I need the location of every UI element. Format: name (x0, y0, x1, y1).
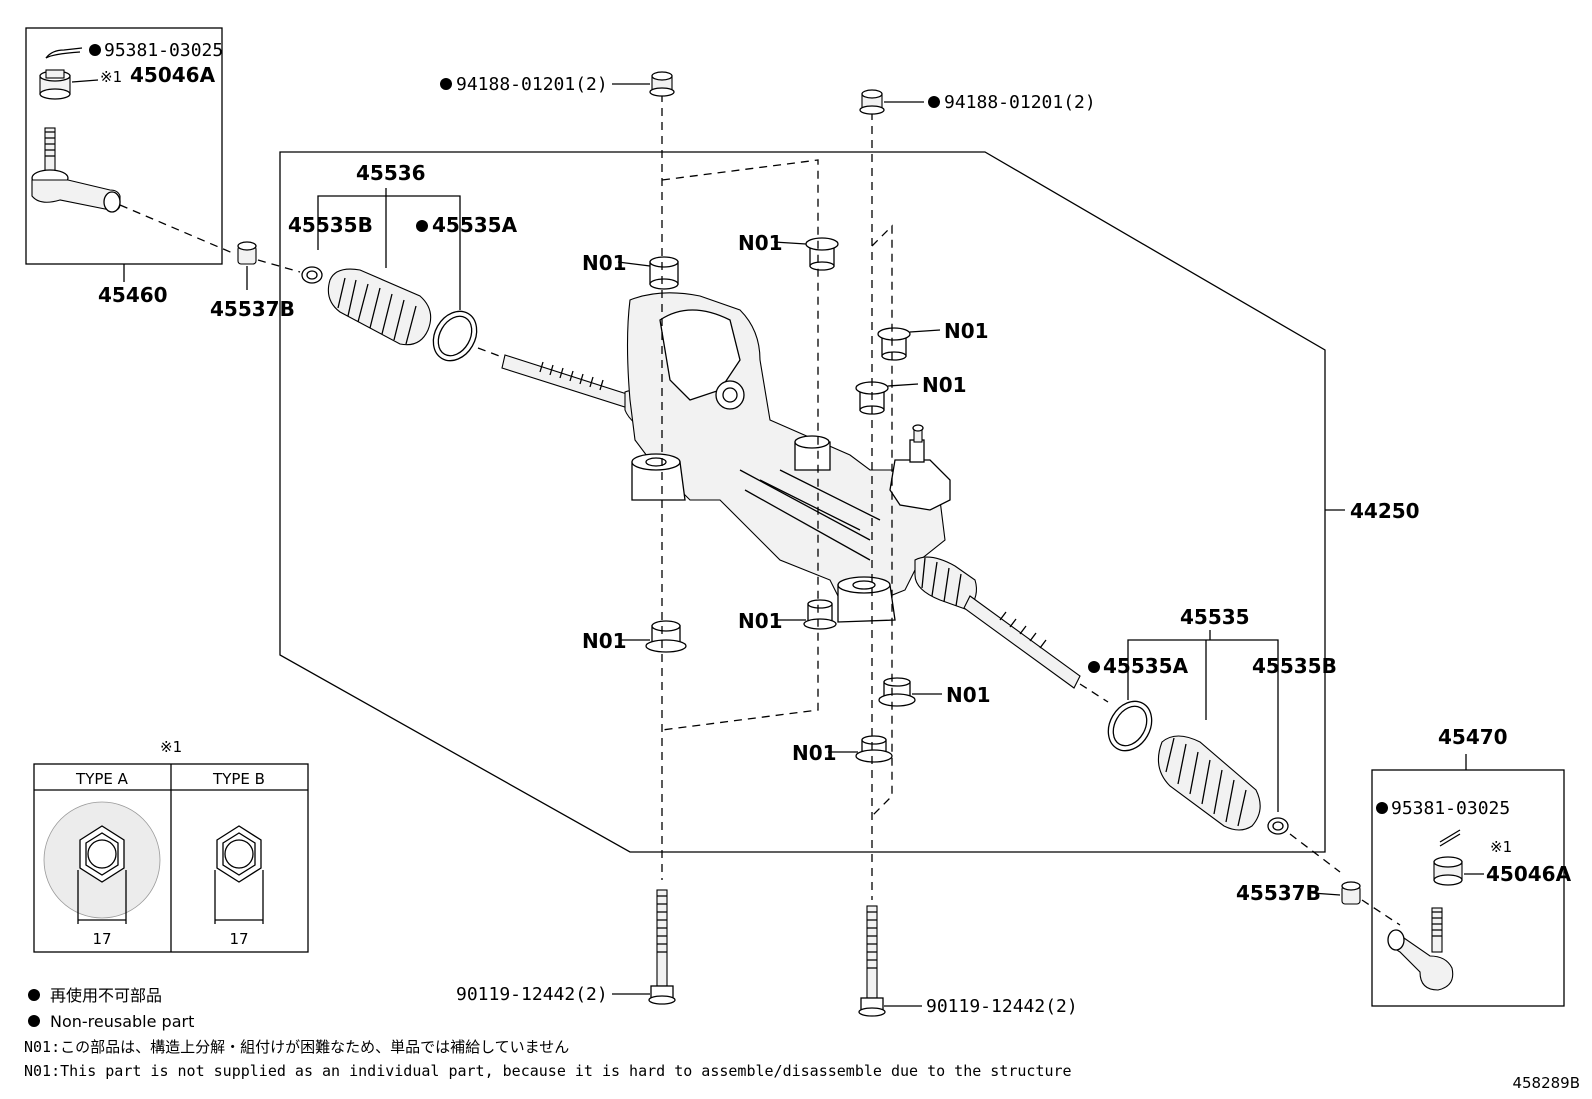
bolt-left (648, 889, 676, 1005)
callout-90119-right: 90119-12442(2) (926, 996, 1078, 1017)
callout-n01-c: N01 (944, 319, 989, 343)
bushing-n01-e (645, 620, 687, 653)
flange-nut-right (859, 89, 885, 115)
boot-clamp-small-left (301, 266, 323, 284)
type-b-label: TYPE B (212, 770, 265, 788)
cotter-pin-left (45, 47, 83, 59)
legend-dot-jp (28, 989, 40, 1001)
type-b-size: 17 (229, 930, 248, 948)
nut-type-table (33, 763, 309, 953)
lock-nut-left (237, 241, 257, 265)
bolt-right (858, 905, 886, 1017)
legend-dot-en (28, 1015, 40, 1027)
note-nonreusable-jp: 再使用不可部品 (50, 986, 162, 1005)
castle-nut-right (1433, 856, 1463, 886)
callout-94188-left: 94188-01201(2) (456, 74, 608, 95)
boot-clamp-large-left (432, 310, 478, 362)
note-n01-en: N01:This part is not supplied as an indi… (24, 1062, 1072, 1080)
nut-type-a-icon (43, 801, 161, 924)
callout-45537b-right: 45537B (1236, 881, 1321, 905)
steering-boot-right (1157, 735, 1261, 831)
callout-45460: 45460 (98, 283, 168, 307)
callout-90119-left: 90119-12442(2) (456, 984, 608, 1005)
callout-45537b-left: 45537B (210, 297, 295, 321)
callout-n01-h: N01 (792, 741, 837, 765)
nonreusable-dot (89, 44, 101, 56)
callout-45046a-left: 45046A (130, 63, 216, 87)
rack-shaft-left (501, 354, 631, 409)
boot-clamp-large-right (1107, 700, 1153, 752)
mark-right: ※1 (1490, 838, 1512, 856)
castle-nut-left (39, 69, 71, 100)
assembly-outline-44250 (279, 151, 1326, 853)
mark-left: ※1 (100, 68, 122, 86)
bushing-n01-a (649, 256, 679, 290)
callout-n01-d: N01 (922, 373, 967, 397)
callout-94188-right: 94188-01201(2) (944, 92, 1096, 113)
callout-45535: 45535 (1180, 605, 1250, 629)
callout-45535b-right: 45535B (1252, 654, 1337, 678)
boot-clamp-small-right (1267, 817, 1289, 835)
callout-45535a-left: 45535A (432, 213, 518, 237)
lock-nut-right (1341, 881, 1361, 905)
callout-45535b-left: 45535B (288, 213, 373, 237)
bushing-n01-g (878, 677, 916, 707)
note-nonreusable-en: Non-reusable part (50, 1012, 194, 1031)
bushing-n01-b (805, 237, 839, 271)
tie-rod-end-right (1387, 907, 1454, 991)
callout-n01-g: N01 (946, 683, 991, 707)
callout-n01-e: N01 (582, 629, 627, 653)
callout-45046a-right: 45046A (1486, 862, 1572, 886)
steering-boot-left (327, 268, 432, 346)
tie-rod-end-left (31, 127, 121, 213)
nut-type-b-icon (214, 825, 264, 924)
bushing-n01-h (855, 735, 893, 763)
callout-n01-a: N01 (582, 251, 627, 275)
bushing-n01-c (877, 327, 911, 361)
callout-45536: 45536 (356, 161, 426, 185)
callout-95381-left: 95381-03025 (104, 40, 223, 61)
steering-gear-housing (626, 292, 977, 623)
callout-45470: 45470 (1438, 725, 1508, 749)
callout-95381-right: 95381-03025 (1391, 798, 1510, 819)
diagram-id: 458289B (1512, 1074, 1580, 1092)
callout-n01-b: N01 (738, 231, 783, 255)
type-a-label: TYPE A (75, 770, 129, 788)
type-table-mark: ※1 (160, 738, 182, 756)
callout-n01-f: N01 (738, 609, 783, 633)
rack-shaft-right (963, 595, 1081, 689)
cotter-pin-right (1439, 829, 1461, 847)
callout-45535a-right: 45535A (1103, 654, 1189, 678)
bushing-n01-f (803, 599, 837, 630)
type-a-size: 17 (92, 930, 111, 948)
callout-44250: 44250 (1350, 499, 1420, 523)
flange-nut-left (649, 71, 675, 97)
inset-box-45470 (1371, 769, 1565, 1007)
note-n01-jp: N01:この部品は、構造上分解・組付けが困難なため、単品では補給していません (24, 1038, 569, 1056)
